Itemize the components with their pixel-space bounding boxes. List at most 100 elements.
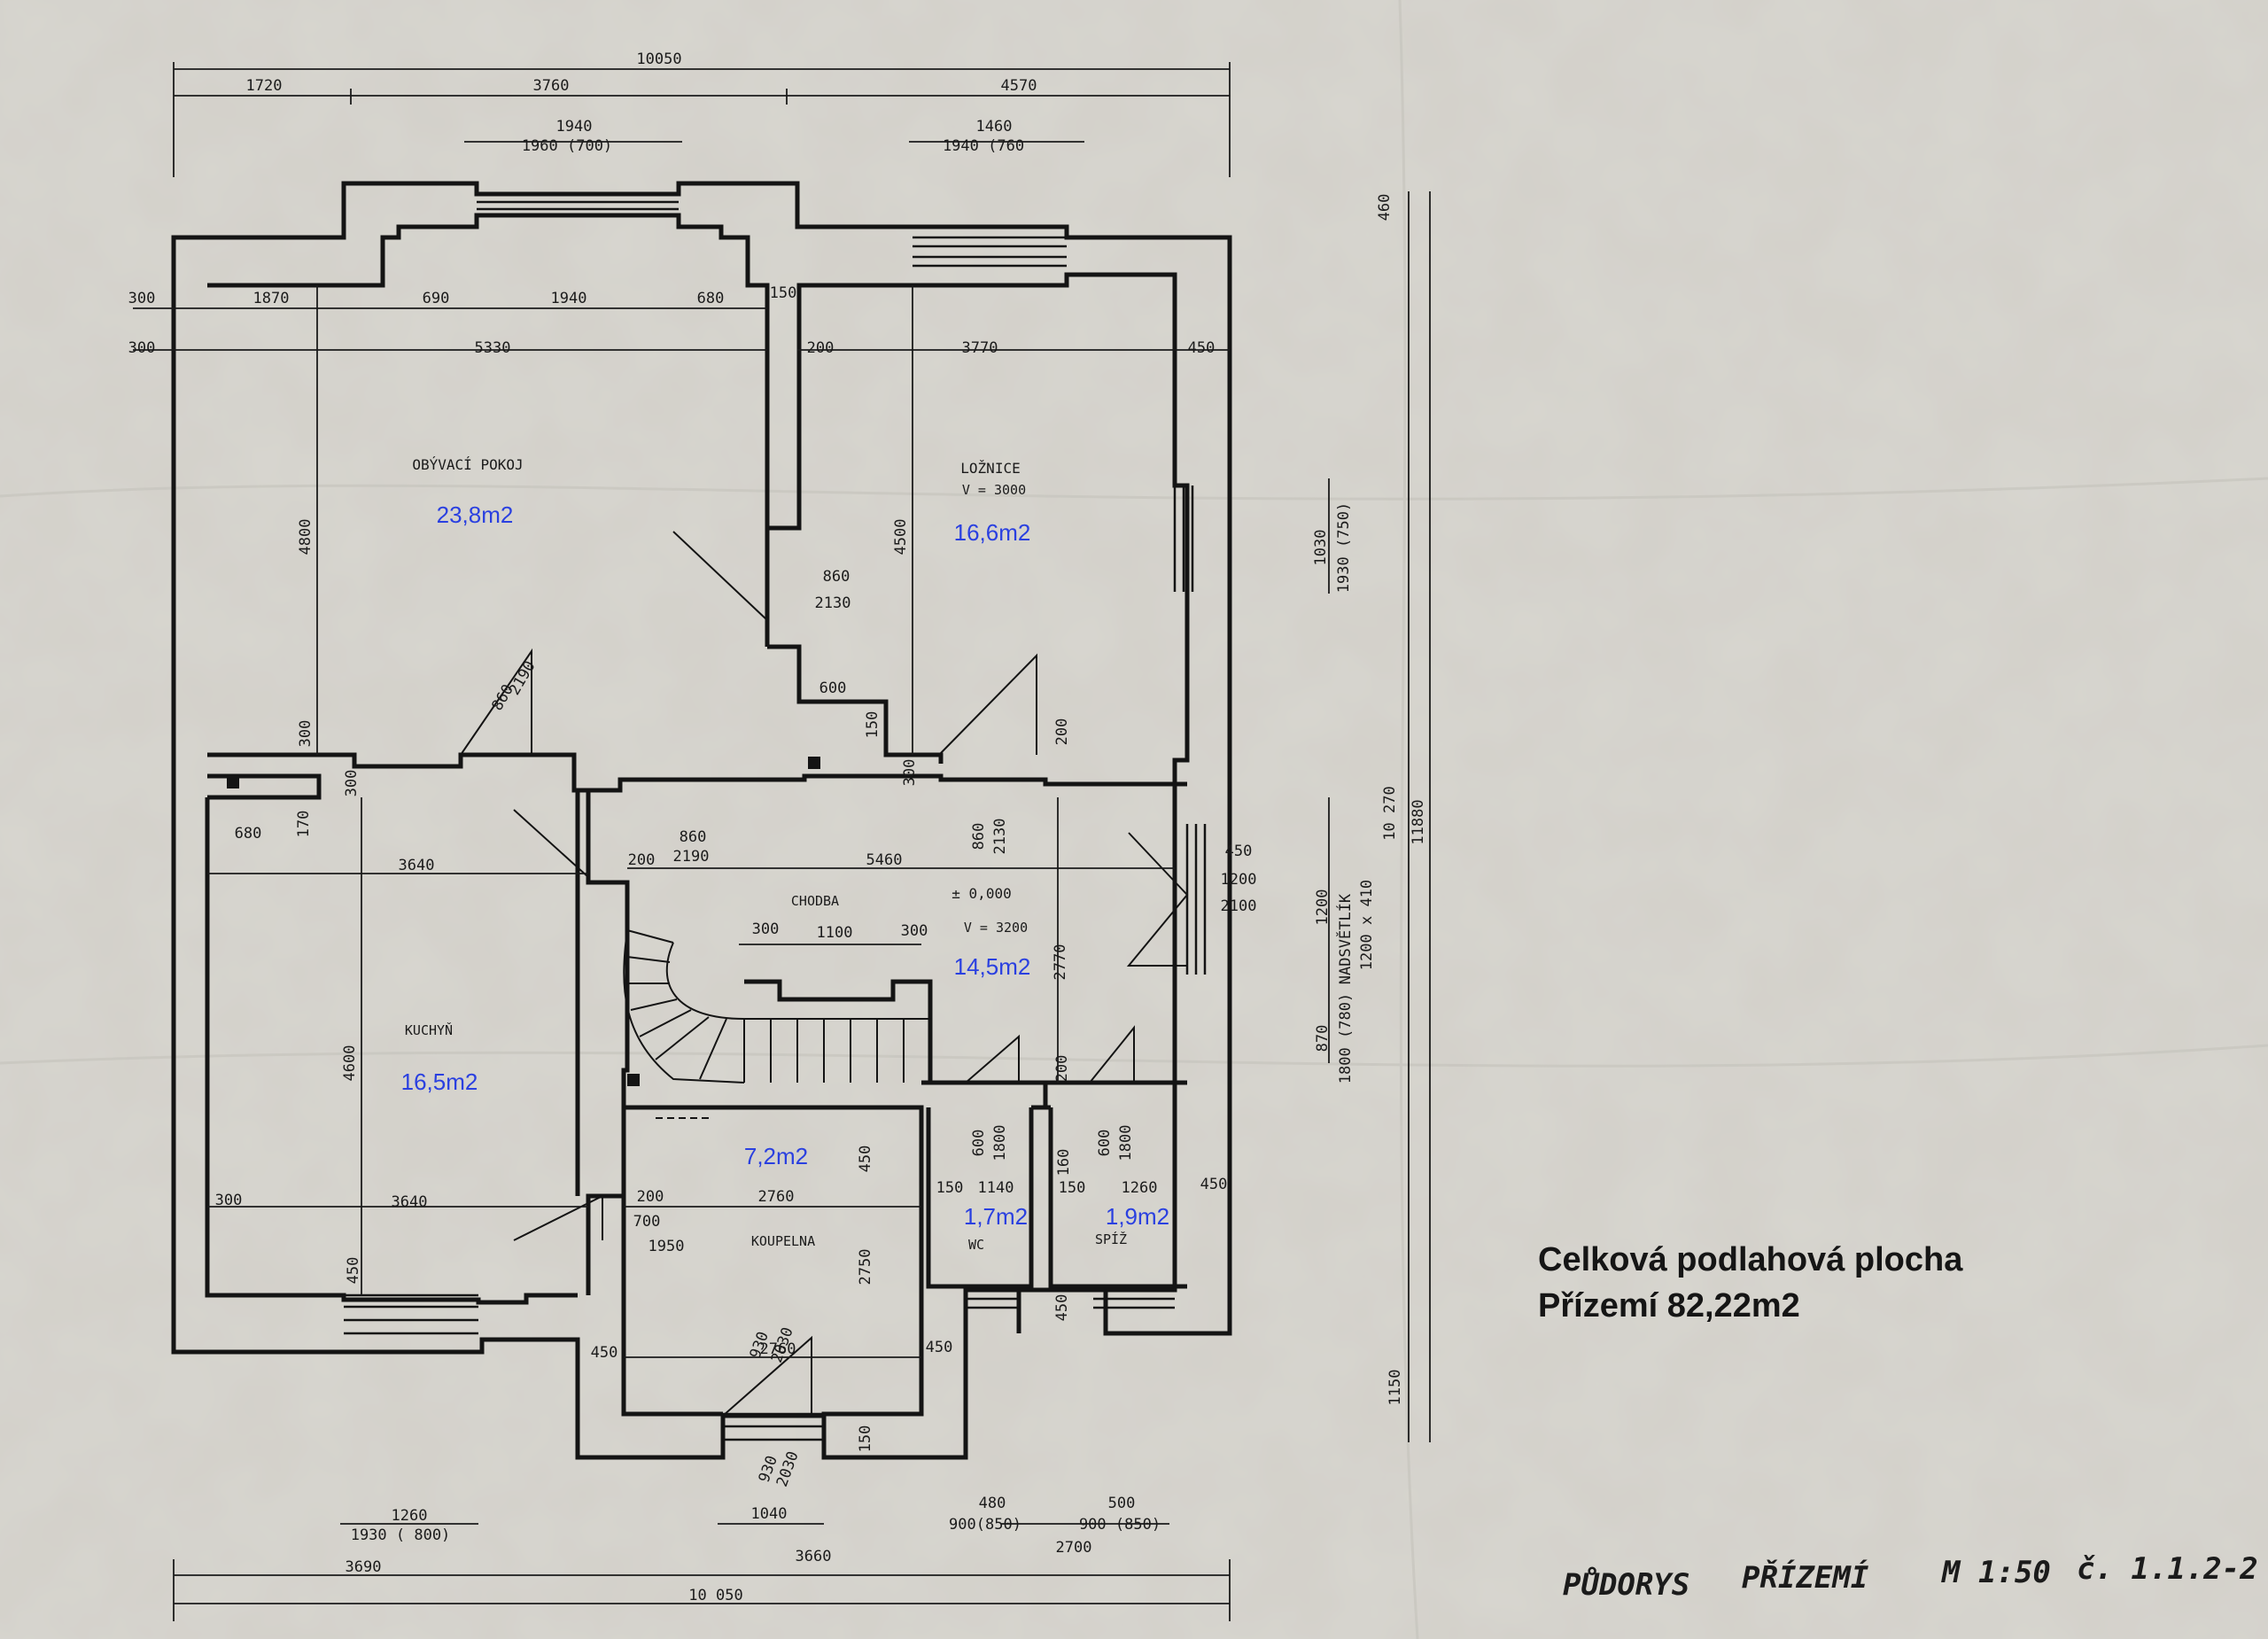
dimension-label: 2750	[857, 1249, 874, 1286]
dimension-label: 150	[864, 711, 882, 739]
dimension-label: 2760	[758, 1188, 795, 1206]
dimension-label: 1800	[991, 1125, 1009, 1161]
dimension-label: 1100	[817, 924, 853, 942]
dimension-label: 4800	[297, 519, 315, 555]
dimension-label: 170	[295, 811, 313, 838]
dimension-label: 450	[857, 1146, 874, 1173]
dimension-label: 450	[591, 1344, 618, 1362]
dimension-label: 900 (850)	[1079, 1516, 1161, 1534]
door-swing-bedroom-1	[672, 531, 768, 623]
room-note-loznice: V = 3000	[962, 482, 1026, 498]
dimension-label: 3760	[533, 77, 570, 95]
dimension-label: 450	[926, 1339, 953, 1356]
dimension-label: 4600	[341, 1045, 359, 1082]
dimension-label: 300	[297, 720, 315, 748]
room-area-kuchyn: 16,5m2	[401, 1068, 478, 1095]
dimension-label: 1930 ( 800)	[351, 1526, 451, 1544]
window-top-left	[477, 192, 679, 217]
windows	[344, 192, 1231, 1441]
dimension-label: 680	[697, 290, 725, 307]
title-label: PŮDORYS	[1563, 1566, 1689, 1603]
dimension-label: 480	[979, 1495, 1006, 1512]
dimension-label: 700	[633, 1213, 661, 1231]
dimension-lines	[133, 62, 1431, 1621]
dimension-label: 1260	[1122, 1179, 1158, 1197]
dimension-label: 600	[970, 1130, 988, 1157]
staircase	[623, 929, 930, 1084]
dimension-label: 870	[1314, 1025, 1332, 1053]
dimension-label: 860	[823, 568, 850, 586]
dimension-label: 3660	[796, 1548, 832, 1565]
dimension-label: 4570	[1001, 77, 1037, 95]
room-area-chodba: 14,5m2	[954, 953, 1031, 980]
dimension-label: 2770	[1052, 944, 1069, 981]
dimension-label: 300	[128, 339, 156, 357]
dimension-label: 500	[1108, 1495, 1136, 1512]
dimension-label: 450	[1225, 843, 1253, 860]
title-floor: PŘÍZEMÍ	[1742, 1559, 1869, 1596]
dimension-label: 150	[770, 284, 797, 302]
chimney-markers	[227, 757, 820, 1086]
door-swing-living	[460, 648, 532, 756]
dimension-label: 3690	[346, 1558, 382, 1576]
dimension-label: 1720	[246, 77, 283, 95]
dimension-label: 300	[215, 1192, 243, 1209]
dimension-label: 450	[345, 1257, 362, 1285]
dimension-label: 2130	[991, 819, 1009, 855]
dimension-label: 10050	[636, 50, 681, 68]
dimension-label: 680	[235, 825, 262, 843]
dimension-label: 3770	[962, 339, 998, 357]
door-swing-hall-right	[1126, 832, 1189, 967]
dimension-label: 300	[901, 922, 928, 940]
window-bottom-spiz	[1093, 1288, 1175, 1309]
door-swings	[460, 531, 1189, 1417]
dimension-label: 2130	[815, 594, 851, 612]
dimension-label: 1960 (700)	[522, 137, 612, 155]
dimension-label: 1200	[1221, 871, 1257, 889]
vent-marker-3	[627, 1074, 640, 1086]
door-swing-bath	[513, 1194, 603, 1241]
window-bottom-bath	[723, 1412, 824, 1441]
dimension-label: 600	[1096, 1130, 1114, 1157]
dimension-label: 860	[970, 823, 988, 851]
dimension-label: 1870	[253, 290, 290, 307]
room-area-spiz: 1,9m2	[1106, 1203, 1169, 1230]
dimension-label: 1800	[1117, 1125, 1135, 1161]
window-right-bedroom	[1173, 485, 1231, 592]
dimension-label: 150	[1059, 1179, 1086, 1197]
dimension-label: 150	[936, 1179, 964, 1197]
room-level-chodba: ± 0,000	[951, 885, 1011, 902]
dimension-label: 1030	[1312, 530, 1330, 566]
dimension-label: 2100	[1221, 897, 1257, 915]
room-name-kuchyn: KUCHYŇ	[405, 1021, 453, 1038]
room-name-spiz: SPÍŽ	[1095, 1231, 1127, 1247]
dimension-label: 200	[1053, 719, 1071, 746]
dimension-label: 160	[1055, 1149, 1073, 1177]
summary-line-ground: Přízemí 82,22m2	[1538, 1287, 1800, 1324]
window-right-hall	[1185, 824, 1231, 975]
dimension-label: 1040	[751, 1505, 788, 1523]
dimension-label: 200	[807, 339, 835, 357]
title-sheet: č. 1.1.2-2	[2077, 1551, 2258, 1587]
dimension-label: 1930 (750)	[1335, 502, 1353, 593]
title-block: PŮDORYS PŘÍZEMÍ M 1:50 č. 1.1.2-2	[1563, 1551, 2258, 1603]
window-bottom-left	[344, 1293, 478, 1335]
inner-wall-outline	[207, 213, 1190, 1293]
dimension-label: 900(850)	[949, 1516, 1021, 1534]
window-bottom-wc	[966, 1288, 1019, 1309]
room-name-obyvaci: OBÝVACÍ POKOJ	[412, 456, 523, 473]
room-name-wc: WC	[968, 1237, 984, 1253]
dimension-label: 460	[1376, 194, 1394, 221]
door-swing-wc	[965, 1034, 1020, 1084]
door-swing-bath-bottom	[722, 1335, 812, 1417]
dimension-label: 1200	[1314, 889, 1332, 926]
dimension-label: 5460	[866, 851, 903, 869]
room-area-obyvaci: 23,8m2	[437, 501, 514, 528]
dimension-label: 300	[343, 770, 361, 797]
door-swing-hall-kitchen	[513, 809, 589, 880]
dimension-label: 2190	[673, 848, 710, 866]
